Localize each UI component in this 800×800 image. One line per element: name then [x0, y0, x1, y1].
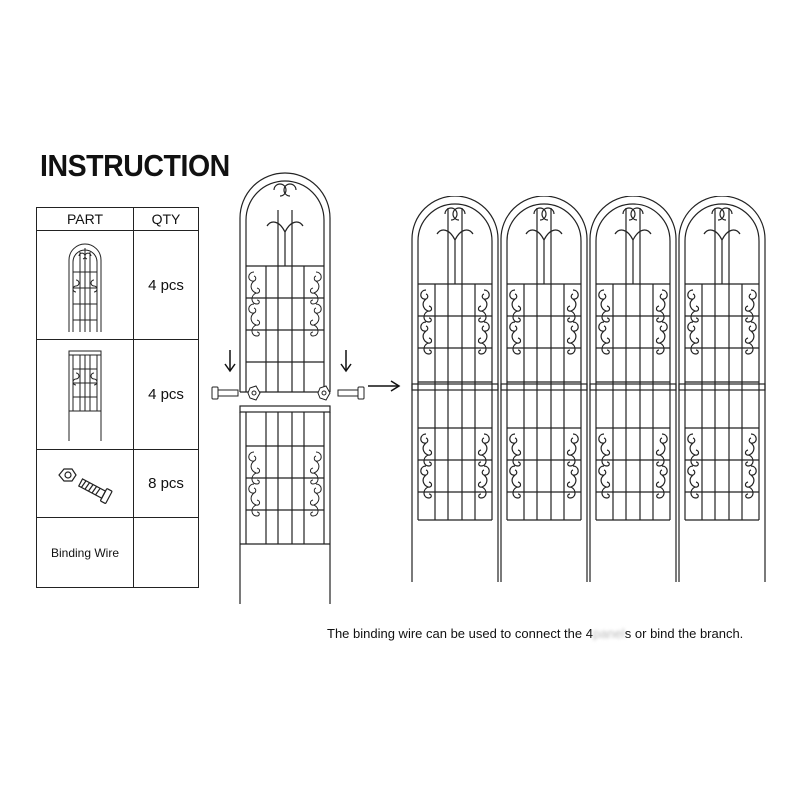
down-arrow-icon [340, 350, 352, 373]
table-row: Binding Wire [36, 517, 199, 588]
nut-icon [247, 385, 261, 401]
caption-obscured: panel [592, 626, 625, 641]
qty-cell: 4 pcs [133, 230, 199, 340]
qty-cell: 4 pcs [133, 339, 199, 450]
binding-wire-label: Binding Wire [36, 517, 134, 588]
table-row: 4 pcs [36, 230, 199, 340]
down-arrow-icon [224, 350, 236, 373]
page-title: INSTRUCTION [40, 148, 230, 183]
part-header: PART [36, 207, 134, 231]
assembled-panel [411, 196, 499, 582]
assembled-panel [589, 196, 677, 582]
nut-icon [317, 385, 331, 401]
instruction-caption: The binding wire can be used to connect … [327, 626, 743, 641]
parts-table: PART QTY 4 pcs [36, 207, 199, 588]
table-row: 4 pcs [36, 339, 199, 450]
assembled-panels [411, 196, 766, 582]
nut-bolt-icon [36, 449, 134, 518]
bottom-panel [239, 405, 331, 604]
qty-cell: 8 pcs [133, 449, 199, 518]
bottom-panel-icon [36, 339, 134, 450]
exploded-panel-diagram [211, 172, 365, 604]
top-panel-icon [36, 230, 134, 340]
table-header-row: PART QTY [36, 207, 199, 231]
qty-header: QTY [133, 207, 199, 231]
assembled-panel [678, 196, 766, 582]
assembled-panel [500, 196, 588, 582]
top-panel [239, 172, 331, 393]
qty-cell [133, 517, 199, 588]
bolt-icon [337, 386, 365, 400]
caption-after: s or bind the branch. [624, 626, 744, 641]
caption-before: The binding wire can be used to connect … [327, 626, 593, 641]
bolt-icon [211, 386, 239, 400]
right-arrow-icon [368, 380, 401, 392]
table-row: 8 pcs [36, 449, 199, 518]
